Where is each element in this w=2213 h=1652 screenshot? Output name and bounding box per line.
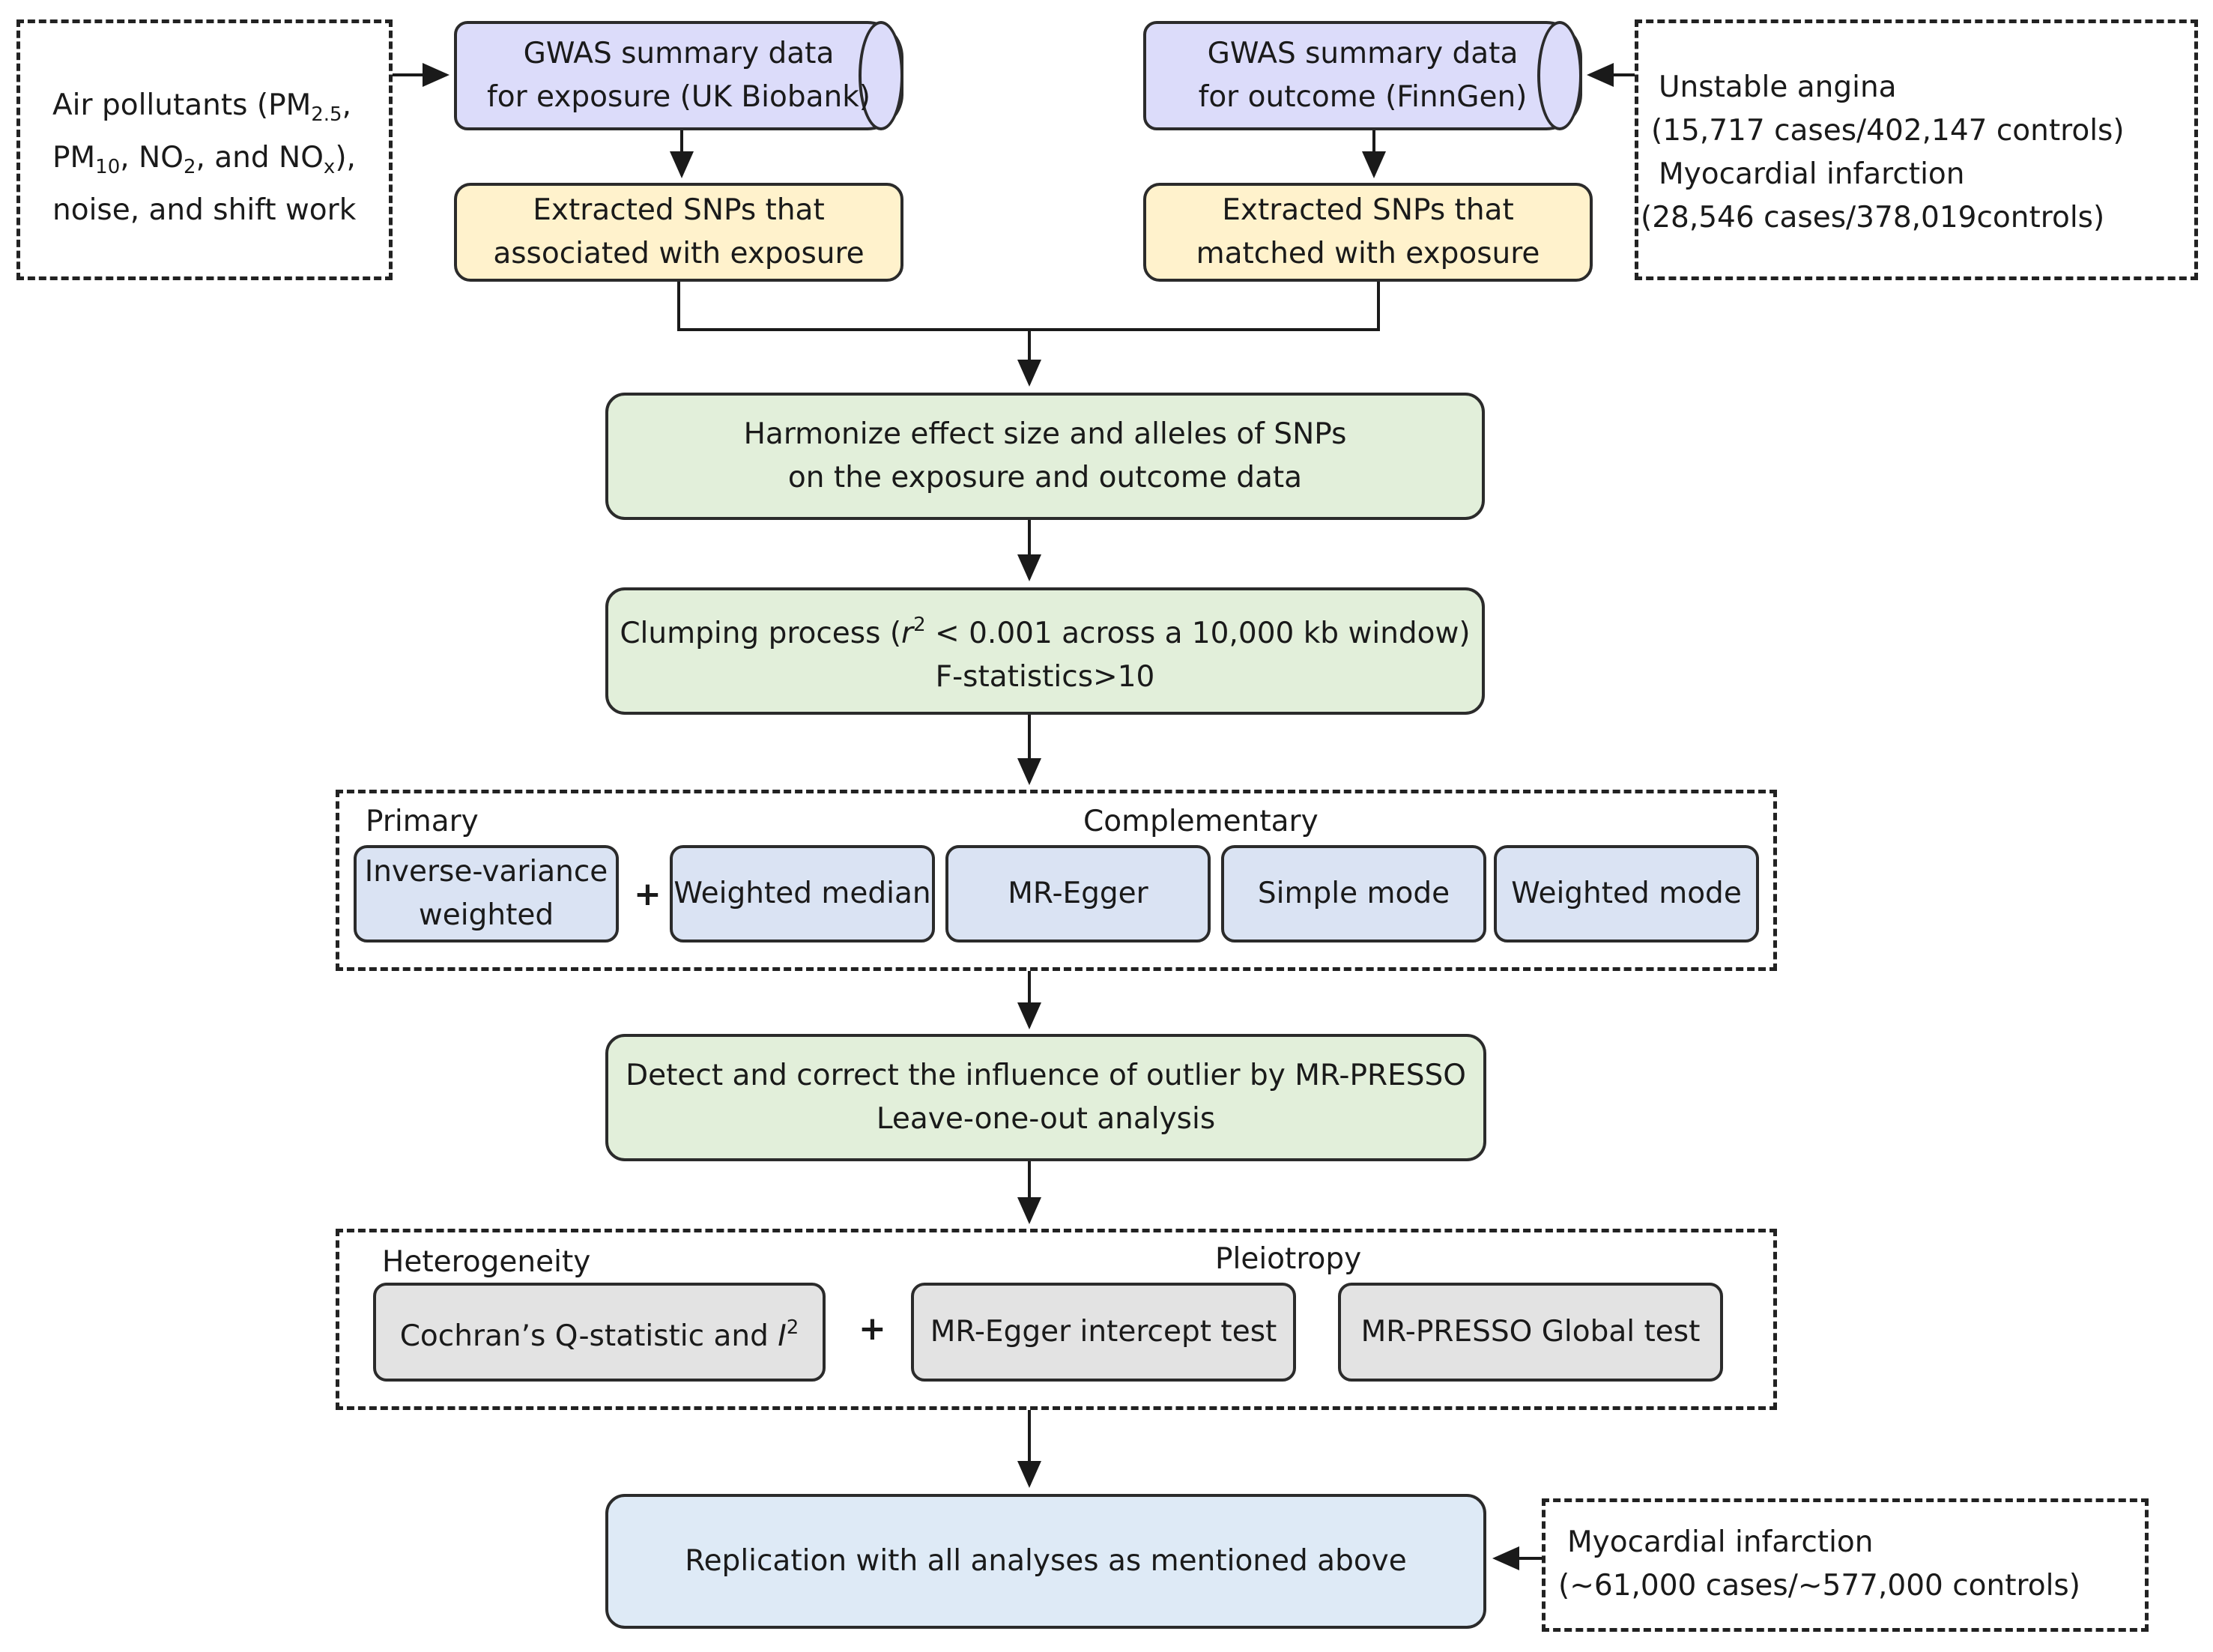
- mr-methods-group: [336, 790, 1777, 971]
- sensitivity-group: [336, 1229, 1777, 1410]
- gwas-outcome-line2: for outcome (FinnGen): [1198, 80, 1528, 114]
- outlier-line1: Detect and correct the influence of outl…: [626, 1059, 1466, 1092]
- gwas-outcome-database: GWAS summary data for outcome (FinnGen): [1143, 21, 1582, 130]
- outlier-line2: Leave-one-out analysis: [876, 1102, 1216, 1136]
- sensitivity-plus: +: [859, 1310, 886, 1348]
- clumping-box: Clumping process (r2 < 0.001 across a 10…: [605, 587, 1485, 715]
- egger-intercept-test: MR-Egger intercept test: [911, 1283, 1296, 1382]
- extract-exposure-line2: associated with exposure: [493, 237, 865, 270]
- outcome-source-box: [1635, 19, 2198, 280]
- method-weighted-median-label: Weighted median: [673, 877, 931, 910]
- clumping-line1: Clumping process (r2 < 0.001 across a 10…: [620, 614, 1471, 650]
- outlier-box: Detect and correct the influence of outl…: [605, 1034, 1486, 1161]
- method-ivw-line2: weighted: [418, 898, 554, 932]
- gwas-exposure-line2: for exposure (UK Biobank): [487, 80, 871, 114]
- outcome-source-text: Unstable angina (15,717 cases/402,147 co…: [1641, 70, 2125, 235]
- gwas-exposure-database: GWAS summary data for exposure (UK Bioba…: [454, 21, 903, 130]
- cochran-q-label: Cochran’s Q-statistic and I2: [399, 1316, 799, 1353]
- extract-outcome-line2: matched with exposure: [1196, 237, 1540, 270]
- replication-source-text: Myocardial infarction (~61,000 cases/~57…: [1558, 1525, 2080, 1603]
- heterogeneity-label: Heterogeneity: [382, 1245, 591, 1279]
- egger-intercept-label: MR-Egger intercept test: [930, 1315, 1277, 1349]
- exposure-source-box: [16, 19, 393, 280]
- methods-plus: +: [634, 875, 662, 913]
- cochran-q-test: Cochran’s Q-statistic and I2: [373, 1283, 826, 1382]
- complementary-label: Complementary: [1083, 805, 1319, 838]
- replication-box: Replication with all analyses as mention…: [605, 1494, 1486, 1629]
- replication-source-box: [1542, 1498, 2149, 1632]
- method-weighted-mode: Weighted mode: [1494, 845, 1759, 943]
- extract-outcome-line1: Extracted SNPs that: [1222, 193, 1514, 227]
- primary-label: Primary: [366, 805, 479, 838]
- method-simple-mode: Simple mode: [1221, 845, 1486, 943]
- pleiotropy-label: Pleiotropy: [1215, 1242, 1362, 1276]
- clumping-line2: F-statistics>10: [935, 660, 1155, 694]
- method-ivw: Inverse-variance weighted: [354, 845, 619, 943]
- method-ivw-line1: Inverse-variance: [364, 855, 608, 889]
- exposure-source-text: Air pollutants (PM2.5, PM10, NO2, and NO…: [52, 88, 357, 227]
- harmonize-line2: on the exposure and outcome data: [787, 461, 1303, 494]
- presso-global-test: MR-PRESSO Global test: [1338, 1283, 1723, 1382]
- replication-label: Replication with all analyses as mention…: [685, 1544, 1407, 1578]
- method-mr-egger: MR-Egger: [945, 845, 1211, 943]
- method-mr-egger-label: MR-Egger: [1008, 877, 1148, 910]
- method-simple-mode-label: Simple mode: [1257, 877, 1450, 910]
- harmonize-box: Harmonize effect size and alleles of SNP…: [605, 393, 1485, 520]
- harmonize-line1: Harmonize effect size and alleles of SNP…: [743, 417, 1347, 451]
- method-weighted-median: Weighted median: [670, 845, 935, 943]
- extract-exposure-snps-box: Extracted SNPs that associated with expo…: [454, 183, 903, 282]
- extract-exposure-line1: Extracted SNPs that: [533, 193, 825, 227]
- gwas-outcome-line1: GWAS summary data: [1207, 37, 1519, 70]
- presso-global-label: MR-PRESSO Global test: [1360, 1315, 1701, 1349]
- method-weighted-mode-label: Weighted mode: [1511, 877, 1742, 910]
- gwas-exposure-line1: GWAS summary data: [523, 37, 835, 70]
- extract-outcome-snps-box: Extracted SNPs that matched with exposur…: [1143, 183, 1593, 282]
